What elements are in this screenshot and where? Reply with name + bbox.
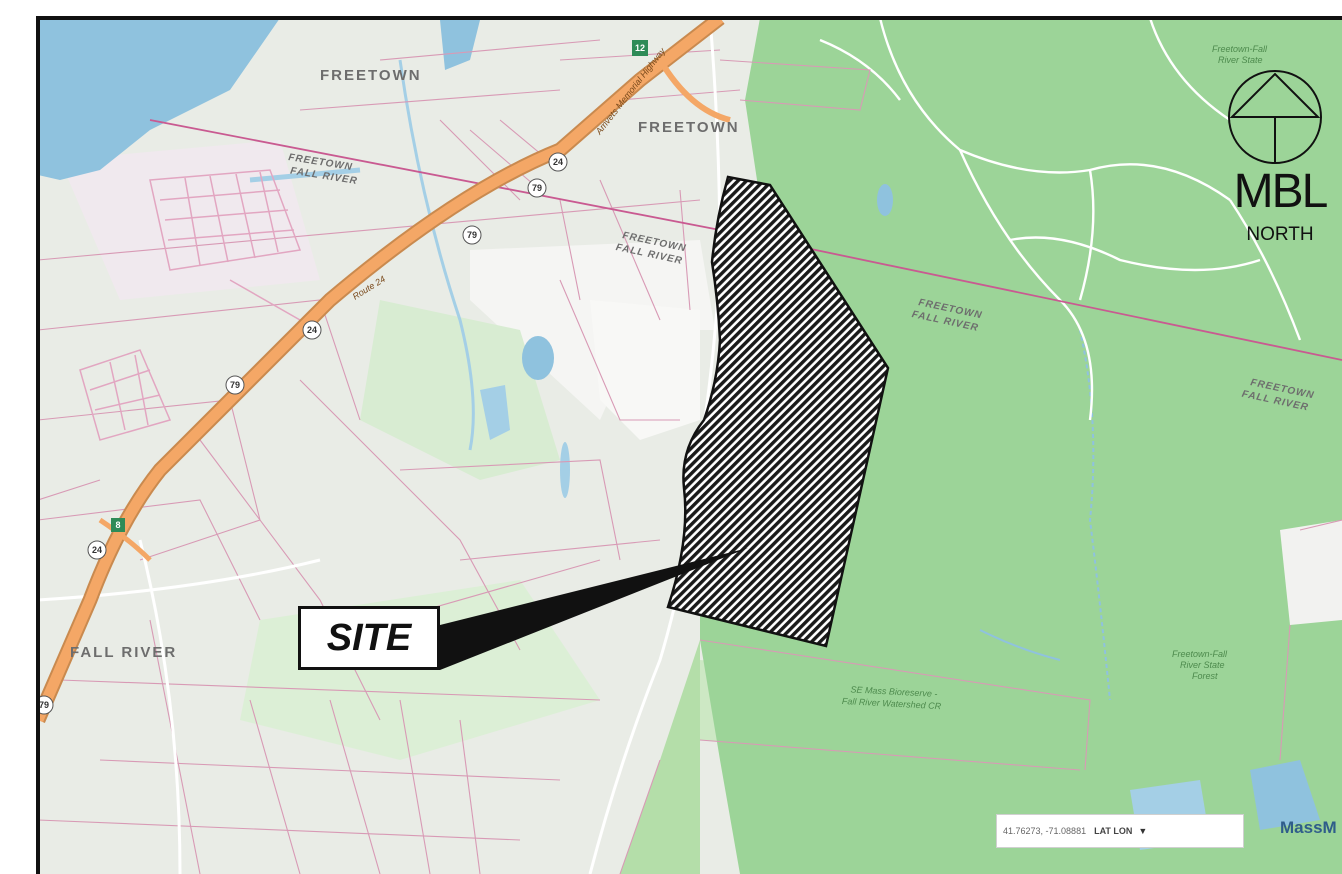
forest-label-line: Freetown-Fall [1172, 649, 1228, 659]
exit-marker: 12 [635, 43, 645, 53]
map-border [36, 16, 1342, 874]
route-shield: 24 [307, 325, 317, 335]
site-callout-pointer [440, 548, 748, 670]
route-shields: 24 79 79 24 79 24 79 12 8 [38, 40, 648, 715]
forest-edge [620, 640, 700, 874]
pond [560, 442, 570, 498]
stream [979, 629, 1061, 661]
pond [877, 184, 893, 216]
route-shield: 79 [467, 230, 477, 240]
state-forest [690, 18, 1342, 874]
watershed-label-line: SE Mass Bioreserve - [850, 684, 937, 699]
open-field [470, 240, 715, 420]
route-shield: 79 [39, 700, 49, 710]
coordinate-format-select[interactable]: LAT LON [1094, 826, 1133, 836]
route-24[interactable] [38, 18, 724, 723]
pond [1250, 760, 1320, 830]
forest-trails [819, 18, 1302, 421]
site-parcel[interactable] [666, 175, 890, 648]
route-shield: 24 [553, 157, 563, 167]
north-arrow-label: NORTH [1246, 224, 1314, 245]
forest-label-line: River State [1218, 55, 1263, 65]
forest-label-ne: Freetown-Fall River State [1212, 44, 1268, 65]
pond [522, 336, 554, 380]
coordinate-value: 41.76273, -71.08881 [1003, 826, 1087, 836]
exit-marker: 8 [115, 520, 120, 530]
stream [1079, 329, 1111, 701]
brand-logo: MassM [1280, 818, 1337, 837]
north-arrow-mbl: MBL [1233, 165, 1329, 218]
route-shield: 79 [230, 380, 240, 390]
site-label: SITE [298, 606, 440, 670]
place-label-freetown: FREETOWN [638, 119, 740, 136]
open-field [590, 300, 700, 440]
coordinate-readout[interactable]: 41.76273, -71.08881 LAT LON ▼ [996, 814, 1244, 848]
forest-label-line: Forest [1192, 671, 1218, 681]
highway-ramp [98, 517, 152, 562]
place-label-fall-river: FALL RIVER [70, 644, 177, 661]
north-arrow-icon [1228, 70, 1322, 164]
route-shield: 24 [92, 545, 102, 555]
stream [249, 167, 361, 183]
stream [398, 59, 475, 451]
forest-label-line: River State [1180, 660, 1225, 670]
pond [480, 385, 510, 440]
lake [38, 18, 280, 180]
highway-ramp [657, 58, 731, 123]
green-area [360, 300, 560, 480]
caret-down-icon[interactable]: ▼ [1138, 826, 1148, 836]
clearing [1280, 520, 1342, 625]
forest-label-line: Freetown-Fall [1212, 44, 1268, 54]
route-shield: 79 [532, 183, 542, 193]
pond [440, 20, 480, 70]
forest-label-se: Freetown-Fall River State Forest [1172, 649, 1228, 681]
place-label-freetown: FREETOWN [320, 67, 422, 84]
